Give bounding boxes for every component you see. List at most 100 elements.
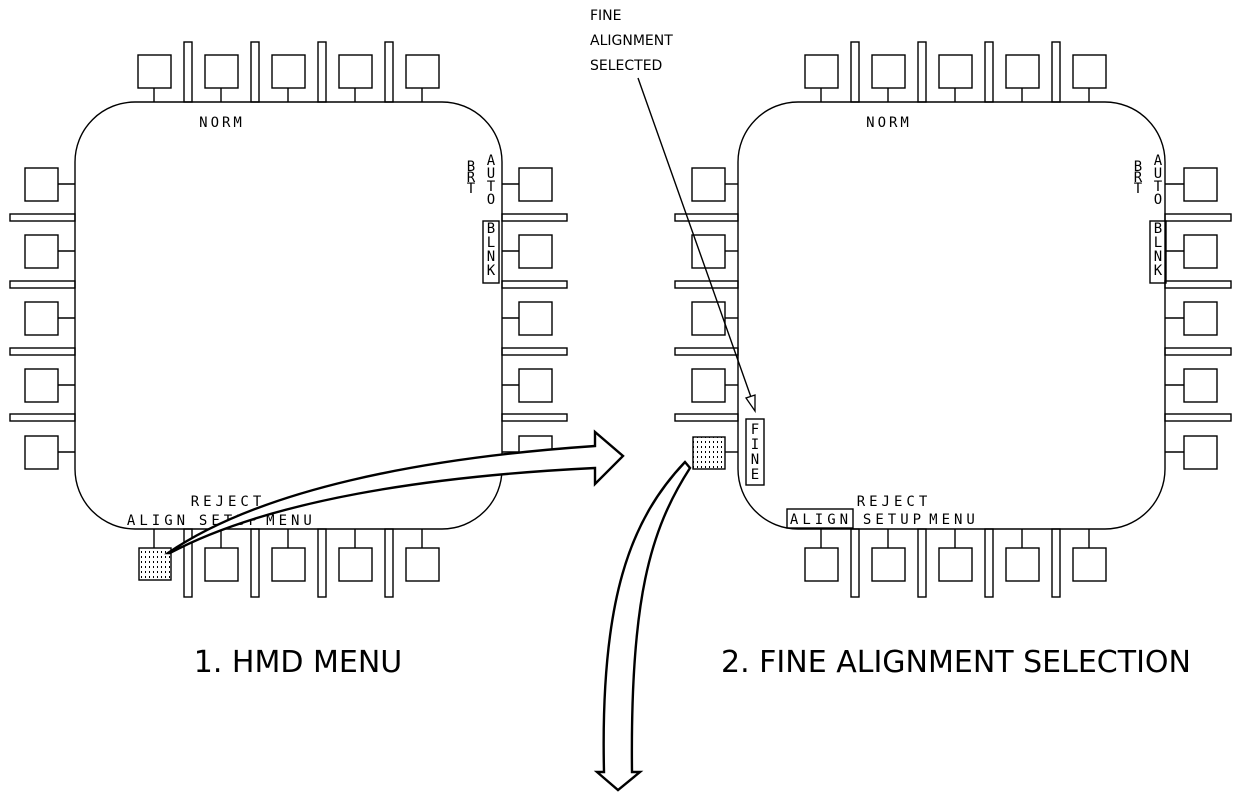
reject-label[interactable]: REJECT (191, 494, 266, 510)
bottom-button-2[interactable] (204, 547, 239, 582)
align-label[interactable]: ALIGN (790, 512, 852, 528)
left-button-2[interactable] (24, 234, 59, 269)
callout-fine-alignment-selected: FINE ALIGNMENT SELECTED (590, 8, 756, 414)
top-button-3[interactable] (271, 54, 306, 89)
top-button-4[interactable] (338, 54, 373, 89)
stack-letter: T (487, 179, 496, 195)
left-divider-2 (9, 280, 76, 289)
bottom-button-3[interactable] (938, 547, 973, 582)
right-button-1[interactable] (518, 167, 553, 202)
left-divider-3 (9, 347, 76, 356)
top-button-2[interactable] (871, 54, 906, 89)
bottom-button-4[interactable] (338, 547, 373, 582)
stack-letter: O (1154, 192, 1162, 208)
left-divider-3 (674, 347, 739, 356)
norm-label[interactable]: NORM (866, 115, 912, 131)
right-button-column (1164, 167, 1232, 470)
bottom-button-row (804, 528, 1107, 598)
right-button-2[interactable] (1183, 234, 1218, 269)
bottom-button-row (138, 528, 440, 598)
fine-button-pressed[interactable] (692, 436, 726, 470)
bottom-button-5[interactable] (1072, 547, 1107, 582)
stack-letter: U (1154, 166, 1162, 182)
left-button-3[interactable] (691, 301, 726, 336)
left-divider-4 (674, 413, 739, 422)
stack-letter: L (487, 235, 495, 251)
top-divider-4 (384, 41, 394, 103)
transition-arrow-down (593, 460, 692, 792)
top-button-2[interactable] (204, 54, 239, 89)
stack-letter: A (1154, 153, 1163, 169)
stack-letter: B (1154, 221, 1162, 237)
right-button-3[interactable] (1183, 301, 1218, 336)
right-button-5[interactable] (1183, 435, 1218, 470)
top-button-row (804, 41, 1107, 103)
left-button-4[interactable] (24, 368, 59, 403)
stack-letter: B (467, 159, 475, 175)
right-button-3[interactable] (518, 301, 553, 336)
bottom-button-5[interactable] (405, 547, 440, 582)
bottom-button-3[interactable] (271, 547, 306, 582)
right-button-4[interactable] (1183, 368, 1218, 403)
left-button-2[interactable] (691, 234, 726, 269)
panel-caption: 1. HMD MENU (194, 645, 402, 680)
top-divider-3 (984, 41, 994, 103)
stack-letter: B (487, 221, 495, 237)
right-button-4[interactable] (518, 368, 553, 403)
top-button-1[interactable] (804, 54, 839, 89)
top-divider-3 (317, 41, 327, 103)
stack-letter: R (1134, 170, 1143, 186)
top-divider-4 (1051, 41, 1061, 103)
left-divider-4 (9, 413, 76, 422)
top-divider-1 (850, 41, 860, 103)
left-divider-2 (674, 280, 739, 289)
left-button-column (674, 167, 739, 470)
left-button-4[interactable] (691, 368, 726, 403)
stack-letter: F (751, 422, 759, 438)
align-label[interactable]: ALIGN (127, 513, 189, 529)
transition-arrow-right (164, 429, 625, 555)
setup-label[interactable]: SETUP (863, 512, 925, 528)
top-button-3[interactable] (938, 54, 973, 89)
left-button-3[interactable] (24, 301, 59, 336)
top-divider-2 (917, 41, 927, 103)
right-button-2[interactable] (518, 234, 553, 269)
stack-letter: K (487, 263, 496, 279)
panel-caption: 2. FINE ALIGNMENT SELECTION (721, 645, 1191, 680)
top-button-5[interactable] (405, 54, 440, 89)
bottom-button-1[interactable] (804, 547, 839, 582)
stack-letter: T (1154, 179, 1163, 195)
display-screen (737, 101, 1166, 530)
stack-letter: T (467, 181, 476, 197)
top-button-5[interactable] (1072, 54, 1107, 89)
bottom-divider-3 (317, 528, 327, 598)
bottom-divider-1 (183, 528, 193, 598)
menu-label[interactable]: MENU (266, 513, 316, 529)
blnk-box (482, 220, 500, 284)
left-button-1[interactable] (24, 167, 59, 202)
menu-label[interactable]: MENU (929, 512, 979, 528)
right-button-1[interactable] (1183, 167, 1218, 202)
top-divider-2 (250, 41, 260, 103)
reject-label[interactable]: REJECT (857, 494, 932, 510)
bottom-button-4[interactable] (1005, 547, 1040, 582)
left-button-5[interactable] (24, 435, 59, 470)
top-button-4[interactable] (1005, 54, 1040, 89)
bottom-divider-2 (917, 528, 927, 598)
left-button-1[interactable] (691, 167, 726, 202)
top-button-1[interactable] (137, 54, 172, 89)
stack-letter: L (1154, 235, 1162, 251)
bottom-button-2[interactable] (871, 547, 906, 582)
norm-label[interactable]: NORM (199, 115, 245, 131)
stack-letter: R (467, 170, 476, 186)
right-button-column (501, 167, 568, 470)
